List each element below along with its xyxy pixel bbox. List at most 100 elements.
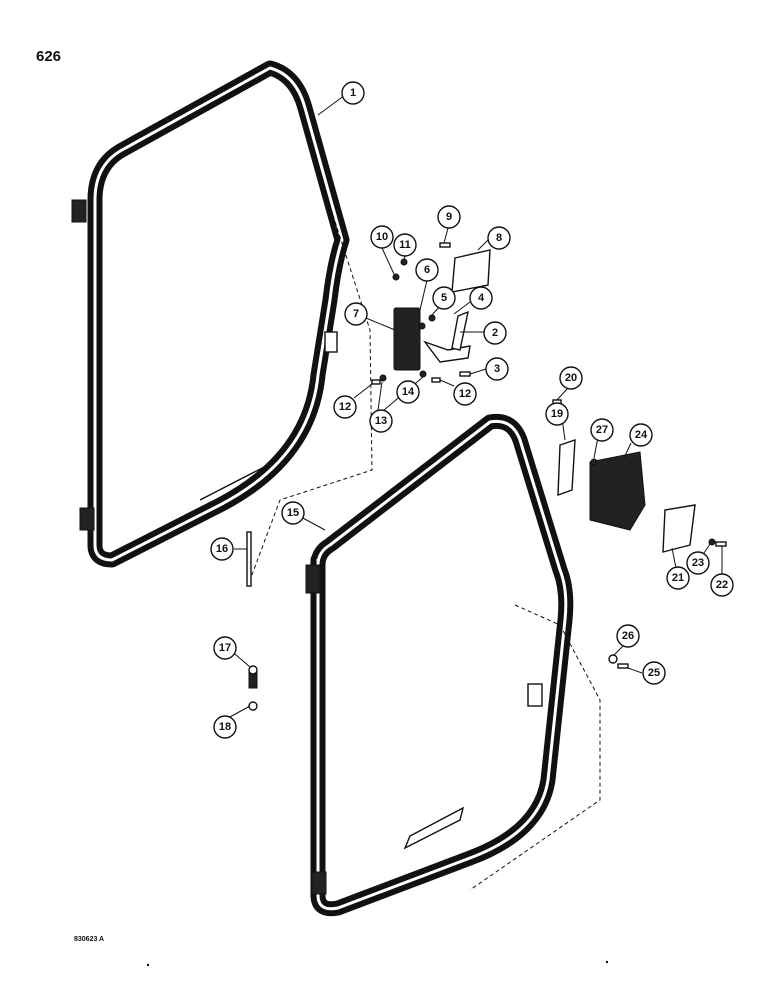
callout-3: 3 (485, 357, 509, 381)
washer-right (419, 370, 427, 378)
outside-handle (557, 439, 576, 497)
svg-text:10: 10 (376, 231, 388, 243)
callout-4: 4 (469, 286, 493, 310)
screw-right (431, 377, 441, 383)
handle-lever (451, 310, 469, 351)
callout-23: 23 (686, 551, 710, 575)
page-number: 626 (36, 48, 62, 65)
washer-left (379, 374, 387, 382)
latch-cover-plate (451, 249, 491, 293)
reference-line-upper (249, 174, 373, 581)
lock-washer (418, 322, 426, 330)
callout-5: 5 (432, 286, 456, 310)
svg-text:13: 13 (375, 415, 387, 427)
striker-bracket (589, 451, 646, 531)
leader-lines (227, 94, 723, 719)
lower-door-frame (305, 413, 574, 917)
latch-assembly (371, 242, 491, 385)
callouts: 1 2 3 4 5 6 7 8 9 10 11 12 12 13 14 15 1… (210, 81, 734, 739)
catch-washer (608, 654, 618, 664)
upper-door-frame (71, 60, 350, 568)
svg-text:15: 15 (287, 507, 299, 519)
figure-code: 830623 A (74, 936, 105, 943)
callout-10: 10 (370, 225, 394, 249)
callout-22: 22 (710, 573, 734, 597)
upper-frame-catch (324, 331, 338, 353)
reference-line-lower (469, 604, 601, 891)
svg-text:12: 12 (339, 401, 351, 413)
callout-9: 9 (437, 205, 461, 229)
handle-screw (459, 371, 471, 377)
svg-text:23: 23 (692, 557, 704, 569)
svg-text:11: 11 (399, 239, 411, 251)
upper-frame-hinge-bottom (79, 507, 95, 531)
svg-text:22: 22 (716, 579, 728, 591)
svg-text:7: 7 (353, 308, 359, 320)
lower-frame-hinge-top (305, 564, 321, 594)
callout-13: 13 (369, 409, 393, 433)
upper-frame-handle (199, 463, 271, 501)
callout-18: 18 (213, 715, 237, 739)
callout-14: 14 (396, 380, 420, 404)
callout-21: 21 (666, 566, 690, 590)
callout-25: 25 (642, 661, 666, 685)
svg-text:1: 1 (350, 87, 356, 99)
svg-text:4: 4 (478, 292, 485, 304)
callout-19: 19 (545, 402, 569, 426)
callout-12-right: 12 (453, 382, 477, 406)
callout-24: 24 (629, 423, 653, 447)
callout-8: 8 (487, 226, 511, 250)
svg-text:17: 17 (219, 642, 231, 654)
lower-frame-pull-handle (403, 806, 465, 850)
hinge-nut (248, 701, 258, 711)
callout-17: 17 (213, 636, 237, 660)
callout-16: 16 (210, 537, 234, 561)
svg-text:19: 19 (551, 408, 563, 420)
print-dot-right (605, 960, 609, 964)
callout-26: 26 (616, 624, 640, 648)
svg-text:14: 14 (402, 386, 415, 398)
catch-bolt (617, 663, 629, 669)
svg-text:21: 21 (672, 572, 684, 584)
svg-text:24: 24 (635, 429, 648, 441)
print-dot-left (146, 963, 150, 967)
svg-text:3: 3 (494, 363, 500, 375)
svg-text:2: 2 (492, 327, 498, 339)
screw-left (371, 379, 381, 385)
svg-text:16: 16 (216, 543, 228, 555)
inside-handle (423, 340, 471, 363)
striker-plate (662, 504, 696, 553)
upper-frame-hinge-top (71, 199, 87, 223)
svg-text:18: 18 (219, 721, 231, 733)
svg-text:27: 27 (596, 424, 608, 436)
callout-2: 2 (483, 321, 507, 345)
hinge-washer (248, 665, 258, 675)
spacer (428, 314, 436, 322)
svg-text:26: 26 (622, 630, 634, 642)
hinge-pin (246, 531, 252, 587)
striker-assembly (552, 399, 727, 553)
callout-20: 20 (559, 366, 583, 390)
latch-screw (439, 242, 451, 248)
svg-text:9: 9 (446, 211, 452, 223)
svg-text:8: 8 (496, 232, 502, 244)
callout-27: 27 (590, 418, 614, 442)
latch-housing (393, 307, 421, 371)
callout-1: 1 (341, 81, 365, 105)
hinge-hardware (246, 531, 629, 711)
striker-washer (708, 538, 716, 546)
callout-7: 7 (344, 302, 368, 326)
striker-nut (590, 458, 598, 466)
svg-text:20: 20 (565, 372, 577, 384)
striker-bolt (715, 541, 727, 547)
svg-text:6: 6 (424, 264, 430, 276)
latch-nut (392, 273, 400, 281)
svg-text:12: 12 (459, 388, 471, 400)
lower-frame-hinge-bottom (311, 871, 327, 895)
callout-6: 6 (415, 258, 439, 282)
callout-11: 11 (393, 233, 417, 257)
callout-12-left: 12 (333, 395, 357, 419)
svg-text:5: 5 (441, 292, 447, 304)
svg-text:25: 25 (648, 667, 660, 679)
